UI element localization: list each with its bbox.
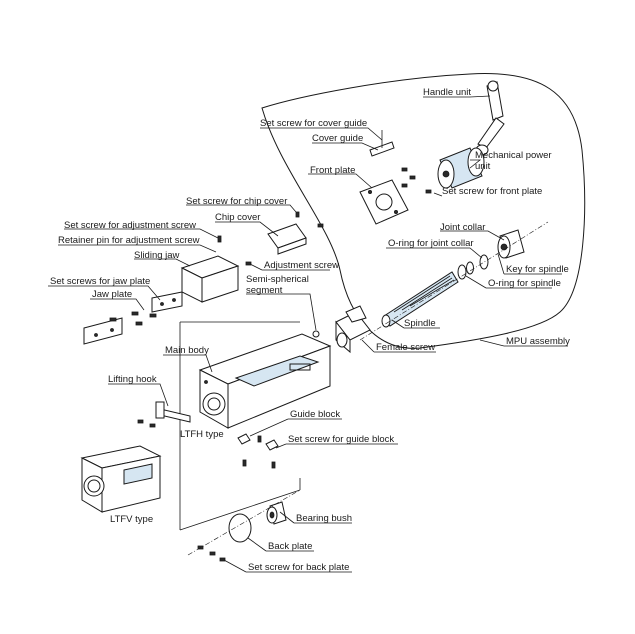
label-set-screw-guide-block: Set screw for guide block bbox=[288, 434, 394, 445]
label-set-screw-front-plate: Set screw for front plate bbox=[442, 186, 542, 197]
labels: Handle unit Set screw for cover guide Co… bbox=[50, 87, 570, 573]
main-body-part bbox=[198, 333, 332, 429]
label-guide-block: Guide block bbox=[290, 409, 340, 420]
mpu-assembly-outline bbox=[261, 73, 586, 349]
label-lifting-hook: Lifting hook bbox=[108, 374, 157, 385]
ltfv-type-part bbox=[80, 445, 162, 513]
leader-lines bbox=[48, 95, 568, 573]
semi-spherical-segment-part bbox=[312, 330, 320, 338]
label-bearing-bush: Bearing bush bbox=[296, 513, 352, 524]
o-ring-spindle-2 bbox=[466, 261, 474, 275]
lifting-hook-part bbox=[137, 401, 191, 428]
cover-guide-part bbox=[369, 130, 395, 157]
label-ltfv-type: LTFV type bbox=[110, 514, 153, 525]
label-spindle: Spindle bbox=[404, 318, 436, 329]
label-main-body: Main body bbox=[165, 345, 209, 356]
label-cover-guide: Cover guide bbox=[312, 133, 363, 144]
female-screw-part bbox=[335, 305, 371, 354]
o-ring-spindle bbox=[457, 264, 467, 280]
label-set-screws-jaw-plate: Set screws for jaw plate bbox=[50, 276, 150, 287]
label-back-plate: Back plate bbox=[268, 541, 312, 552]
label-handle-unit: Handle unit bbox=[423, 87, 471, 98]
jaw-plate-part bbox=[151, 291, 183, 313]
label-mechanical-power-unit-1: Mechanical power bbox=[475, 150, 552, 161]
label-set-screw-cover-guide: Set screw for cover guide bbox=[260, 118, 367, 129]
sliding-jaw-part bbox=[180, 235, 252, 303]
label-jaw-plate: Jaw plate bbox=[92, 289, 132, 300]
label-mechanical-power-unit-2: unit bbox=[475, 161, 491, 172]
label-adjustment-screw: Adjustment screw bbox=[264, 260, 339, 271]
label-mpu-assembly: MPU assembly bbox=[506, 336, 570, 347]
back-axis bbox=[187, 489, 301, 556]
label-retainer-pin: Retainer pin for adjustment screw bbox=[58, 235, 200, 246]
label-front-plate: Front plate bbox=[310, 165, 355, 176]
chip-cover-part bbox=[267, 211, 324, 255]
front-plate-screws bbox=[401, 167, 432, 194]
mechanical-power-unit-part bbox=[437, 147, 485, 189]
front-plate-part bbox=[359, 179, 409, 225]
jaw-plate-2-part bbox=[83, 317, 123, 345]
label-set-screw-back-plate: Set screw for back plate bbox=[248, 562, 349, 573]
label-sliding-jaw: Sliding jaw bbox=[134, 250, 180, 261]
label-o-ring-joint-collar: O-ring for joint collar bbox=[388, 238, 474, 249]
label-semi-spherical-1: Semi-spherical bbox=[246, 274, 309, 285]
body-baseline bbox=[179, 321, 301, 531]
label-female-screw: Female screw bbox=[376, 342, 435, 353]
back-plate-part bbox=[228, 513, 252, 543]
guide-block-part bbox=[237, 433, 279, 469]
bearing-bush-part bbox=[266, 501, 287, 525]
joint-collar-part bbox=[497, 229, 525, 259]
back-plate-screws bbox=[197, 545, 226, 562]
label-semi-spherical-2: segment bbox=[246, 285, 283, 296]
label-o-ring-spindle: O-ring for spindle bbox=[488, 278, 561, 289]
label-chip-cover: Chip cover bbox=[215, 212, 260, 223]
label-set-screw-adjustment-screw: Set screw for adjustment screw bbox=[64, 220, 196, 231]
label-key-for-spindle: Key for spindle bbox=[506, 264, 569, 275]
label-joint-collar: Joint collar bbox=[440, 222, 485, 233]
handle-unit-part bbox=[475, 80, 505, 156]
spindle-axis bbox=[359, 221, 549, 341]
o-ring-joint-collar bbox=[479, 254, 489, 270]
label-ltfh-type: LTFH type bbox=[180, 429, 224, 440]
jaw-plate-screws bbox=[109, 311, 157, 326]
label-set-screw-chip-cover: Set screw for chip cover bbox=[186, 196, 287, 207]
